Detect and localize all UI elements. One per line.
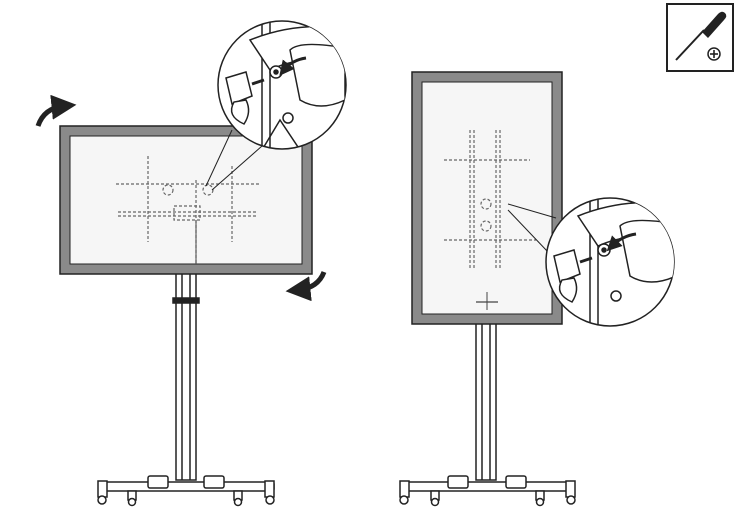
landscape-monitor-stand [35, 94, 327, 507]
rotate-arrow-icon-bottom [285, 270, 327, 302]
stand-pole-right [475, 321, 497, 481]
zoom-detail-right [545, 197, 675, 327]
zoom-detail-left [217, 20, 347, 150]
vesa-bracket-portrait [444, 130, 536, 268]
stand-base-right [399, 475, 576, 507]
stand-base [97, 475, 275, 507]
rotate-arrow-icon-top [35, 94, 77, 127]
phillips-screwdriver-icon [666, 3, 734, 72]
portrait-monitor [411, 71, 563, 325]
portrait-monitor-stand [399, 71, 576, 507]
landscape-monitor [59, 125, 313, 275]
stand-pole [172, 271, 200, 481]
